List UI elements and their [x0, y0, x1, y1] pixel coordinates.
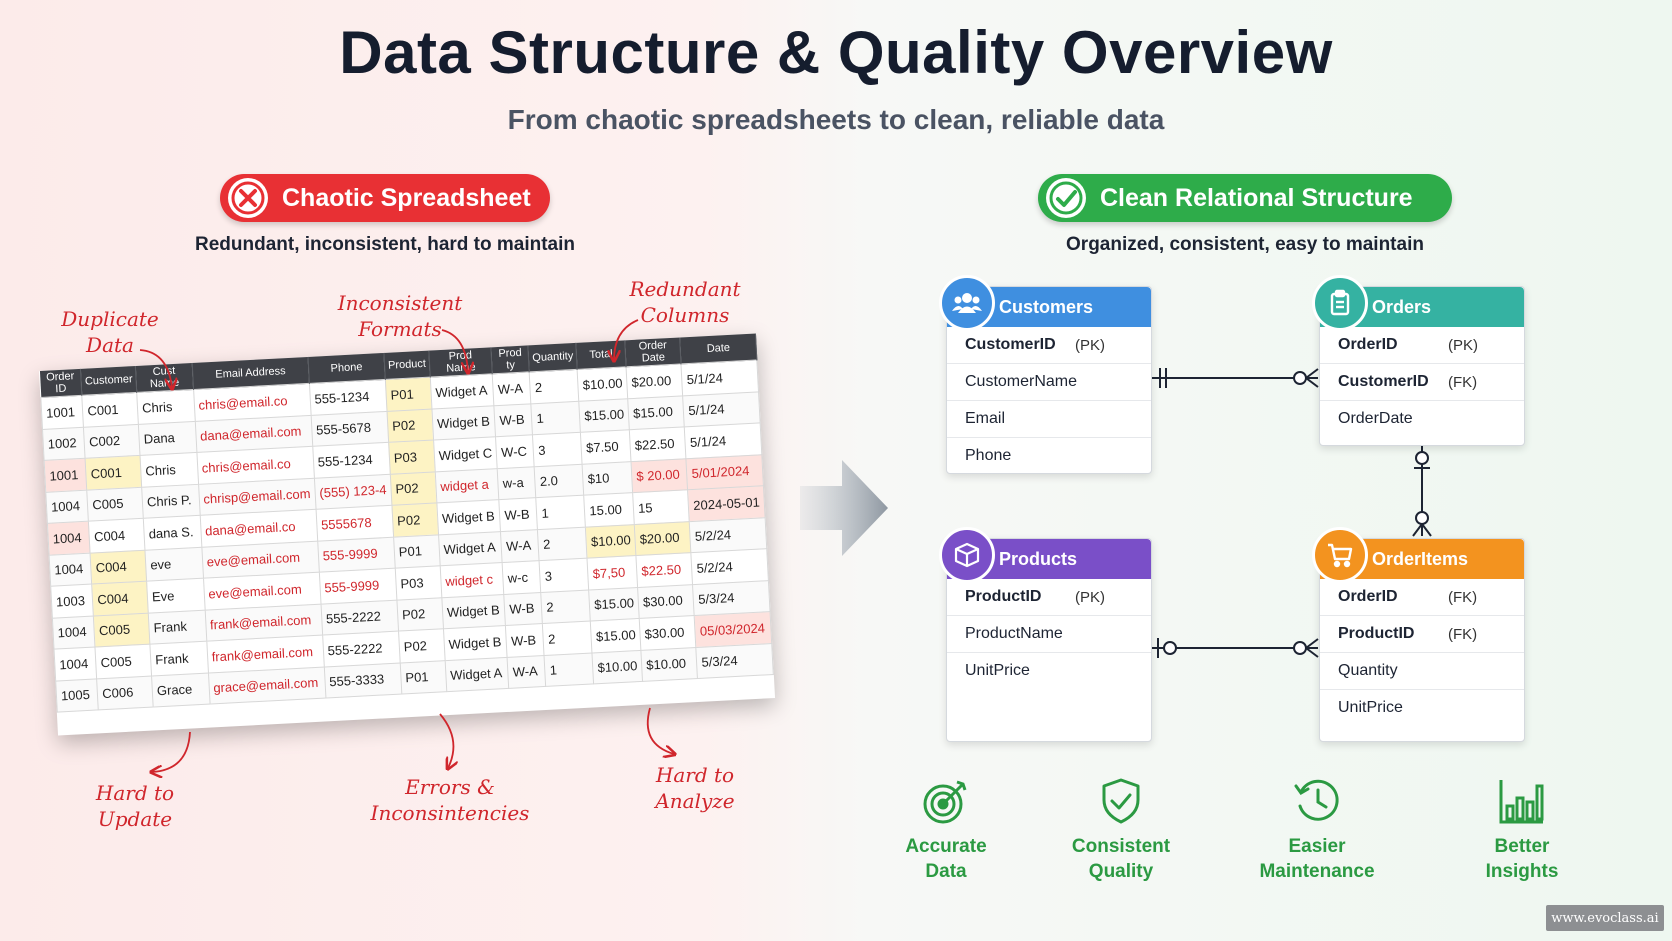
field-name: Phone — [965, 447, 1012, 464]
entity-field-row: OrderID (FK) — [1320, 579, 1524, 616]
transform-arrow-icon — [800, 460, 888, 556]
entity-field-row: CustomerID (FK) — [1320, 364, 1524, 401]
benefit-label: Accurate Data — [905, 836, 987, 882]
entity-field-row: ProductID (FK) — [1320, 616, 1524, 653]
entity-field-row: Phone — [947, 438, 1151, 474]
chaotic-tagline: Redundant, inconsistent, hard to maintai… — [194, 234, 576, 255]
clock-history-icon — [1294, 779, 1339, 821]
chaotic-badge-label: Chaotic Spreadsheet — [282, 183, 531, 212]
field-name: OrderID — [1338, 588, 1398, 605]
bar-chart-icon — [1499, 780, 1544, 824]
field-name: ProductID — [965, 588, 1042, 605]
field-name: ProductName — [965, 625, 1063, 642]
entity-field-row: Email — [947, 401, 1151, 438]
field-name: OrderDate — [1338, 410, 1413, 427]
entity-orderitems: OrderItems OrderID (FK) ProductID (FK) Quant… — [1312, 527, 1525, 742]
shield-check-icon — [1102, 778, 1140, 824]
benefit-label: Better Insights — [1485, 836, 1559, 882]
entity-field-row: UnitPrice — [947, 653, 1151, 689]
arrow-hard-update — [152, 731, 191, 772]
note-inconsistent-formats: Inconsistent Formats — [337, 291, 463, 341]
field-key-type: (PK) — [1075, 336, 1105, 354]
arrow-redundant — [614, 319, 639, 360]
field-name: UnitPrice — [1338, 699, 1403, 716]
arrow-duplicate — [139, 349, 172, 388]
x-circle-icon — [228, 178, 268, 218]
arrow-inconsistent — [441, 329, 468, 372]
field-key-type: (FK) — [1448, 625, 1478, 643]
note-hard-to-update: Hard to Update — [95, 781, 175, 831]
entity-field-row: UnitPrice — [1320, 690, 1524, 726]
benefit-label: Consistent Quality — [1071, 836, 1171, 882]
page-subtitle: From chaotic spreadsheets to clean, reli… — [507, 104, 1165, 135]
arrow-hard-analyze — [646, 707, 674, 754]
entity-field-row: ProductName — [947, 616, 1151, 653]
note-duplicate-data: Duplicate Data — [61, 307, 159, 357]
cart-icon — [1312, 527, 1368, 583]
clean-badge-label: Clean Relational Structure — [1100, 183, 1413, 212]
note-errors: Errors & Inconsintencies — [370, 775, 530, 825]
field-name: OrderID — [1338, 336, 1398, 353]
entity-orderitems-header: OrderItems — [1320, 539, 1524, 579]
entity-orders: Orders OrderID(PK)CustomerID(FK)OrderDat… — [1312, 275, 1525, 446]
entity-field-row: OrderDate — [1320, 401, 1524, 437]
field-key-type: (PK) — [1448, 336, 1478, 354]
field-name: Email — [965, 410, 1006, 427]
field-key-type: (PK) — [1075, 588, 1105, 606]
note-redundant-columns: Redundant Columns — [629, 277, 741, 327]
users-icon — [939, 275, 995, 331]
benefit-label: Easier Maintenance — [1259, 836, 1375, 882]
field-name: Quantity — [1338, 662, 1398, 679]
clean-tagline: Organized, consistent, easy to maintain — [1066, 234, 1424, 255]
benefit-consistent-quality: Consistent Quality — [1041, 776, 1201, 884]
benefit-accurate-data: Accurate Data — [866, 776, 1026, 884]
arrow-errors — [439, 713, 453, 768]
field-name: CustomerName — [965, 373, 1078, 390]
target-icon — [923, 780, 967, 824]
entity-field-row: OrderID (PK) — [1320, 327, 1524, 364]
field-name: CustomerID — [1338, 373, 1429, 390]
benefit-easier-maintenance: Easier Maintenance — [1237, 776, 1397, 884]
watermark: www.evoclass.ai — [1546, 905, 1664, 931]
benefit-better-insights: Better Insights — [1442, 776, 1602, 884]
clean-badge: Clean Relational Structure — [1038, 174, 1452, 222]
entity-field-row: CustomerName — [947, 364, 1151, 401]
box-icon — [939, 527, 995, 583]
field-key-type: (FK) — [1448, 373, 1478, 391]
chaotic-badge: Chaotic Spreadsheet — [220, 174, 550, 222]
entity-field-row: CustomerID (PK) — [947, 327, 1151, 364]
field-name: ProductID — [1338, 625, 1415, 642]
note-hard-to-analyze: Hard to Analyze — [655, 763, 735, 813]
entity-field-row: ProductID (PK) — [947, 579, 1151, 616]
field-name: CustomerID — [965, 336, 1056, 353]
check-circle-icon — [1046, 178, 1086, 218]
entity-field-row: Quantity — [1320, 653, 1524, 690]
page-title: Data Structure & Quality Overview — [339, 19, 1333, 86]
field-name: UnitPrice — [965, 662, 1030, 679]
clipboard-icon — [1312, 275, 1368, 331]
field-key-type: (FK) — [1448, 588, 1478, 606]
